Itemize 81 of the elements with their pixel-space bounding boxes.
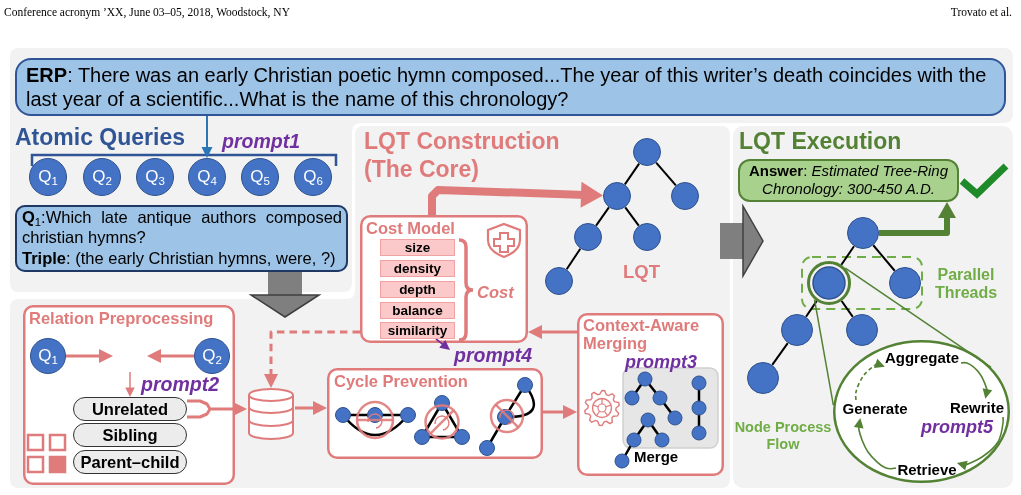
zoom-line: [844, 267, 992, 369]
arrow: [66, 349, 113, 363]
module-card: [360, 215, 528, 343]
metric-tag: size: [380, 239, 455, 256]
section-panel: [733, 126, 1013, 488]
arrow: [264, 330, 360, 388]
question-box: ERP: There was an early Christian poetic hymn composed...The year of this writer’s death coincides with the last year of a scientific...What is the name of this chronology?: [15, 58, 1006, 116]
triple-text: Triple: (the early Christian hymns, were, ?): [22, 248, 337, 268]
edge-label: prompt1: [222, 130, 300, 152]
query-node: Q$_{1}$: [30, 338, 66, 374]
merge-label: Merge: [634, 448, 679, 466]
tree-edge: [623, 162, 641, 186]
module-title: Cost Model: [366, 218, 455, 238]
metric-tag: balance: [380, 302, 455, 319]
tree-edge: [840, 245, 855, 266]
tree-edge: [655, 161, 677, 187]
arrow: [853, 418, 897, 470]
running-header: Conference acronym ’XX, June 03–05, 2018, Woodstock, NY: [4, 5, 290, 19]
module-card: [23, 305, 235, 485]
tree-edge: [805, 300, 818, 318]
tree-edge: [771, 342, 789, 366]
relation-pill: Sibling: [73, 423, 187, 447]
prompt-label: prompt5: [921, 417, 993, 437]
cost-label: Cost: [477, 282, 514, 303]
tree-node: [846, 314, 878, 346]
module-title: Cycle Prevention: [334, 371, 468, 391]
tree-node: [889, 267, 921, 299]
answer-card: Answer: Estimated Tree-Ring Chronology: 300-450 A.D.: [738, 159, 959, 202]
tree-label: LQT: [623, 261, 660, 283]
database-cylinder: [247, 388, 295, 440]
step-label: Aggregate: [883, 349, 961, 367]
section-title: LQT Construction (The Core): [364, 127, 561, 183]
tree-edge: [840, 300, 854, 318]
arrow: [528, 325, 577, 339]
tree-edge: [872, 244, 896, 272]
tree-node: [781, 314, 813, 346]
step-label: Generate: [841, 400, 909, 418]
arrow: [879, 202, 956, 236]
arrow: [854, 358, 885, 401]
section-panel: [10, 126, 730, 488]
arrow: [147, 349, 194, 363]
metric-tag: similarity: [380, 322, 455, 339]
step-label: Retrieve: [896, 461, 958, 479]
arrow: [201, 115, 213, 158]
module-card: [327, 368, 543, 459]
tree-node: [747, 362, 779, 394]
arrow: [125, 371, 135, 397]
block-arrow: [720, 205, 764, 277]
relation-pill: Unrelated: [73, 397, 187, 421]
running-header: Trovato et al.: [950, 5, 1012, 19]
arrow: [185, 399, 247, 419]
highlighted-tree-node: [807, 261, 851, 305]
flow-label: Node Process Flow: [734, 419, 832, 453]
tree-edge: [565, 247, 582, 271]
tree-node: [847, 217, 879, 249]
prompt-label: prompt4: [450, 344, 536, 368]
metric-tag: depth: [380, 281, 455, 298]
block-arrow: [428, 181, 603, 215]
group-label: Parallel Threads: [933, 266, 999, 302]
section-title: Atomic Queries: [15, 123, 185, 151]
edge-label: prompt2: [141, 373, 219, 395]
module-title: Context-Aware Merging: [583, 316, 701, 352]
zoom-line: [813, 298, 835, 406]
module-title: Relation Preprocessing: [29, 308, 214, 328]
arrow: [543, 405, 577, 419]
query-node: Q$_{2}$: [194, 338, 230, 374]
block-arrow: [250, 271, 320, 318]
module-card: [577, 313, 724, 476]
tree-edge: [624, 206, 640, 227]
step-label: Rewrite: [948, 399, 1006, 417]
tree-edge: [595, 206, 610, 227]
relation-pill: Parent–child: [73, 450, 187, 474]
metric-tag: density: [380, 260, 455, 277]
section-title: LQT Execution: [739, 127, 902, 155]
query-card: [15, 205, 348, 272]
arrow: [435, 338, 450, 350]
arrow: [295, 401, 327, 415]
arrow: [956, 416, 1004, 471]
query-text: Q$_{1}$:Which late antique authors composed christian hymns?: [22, 207, 342, 247]
prompt-label: prompt3: [625, 352, 697, 372]
arrow: [960, 361, 993, 399]
